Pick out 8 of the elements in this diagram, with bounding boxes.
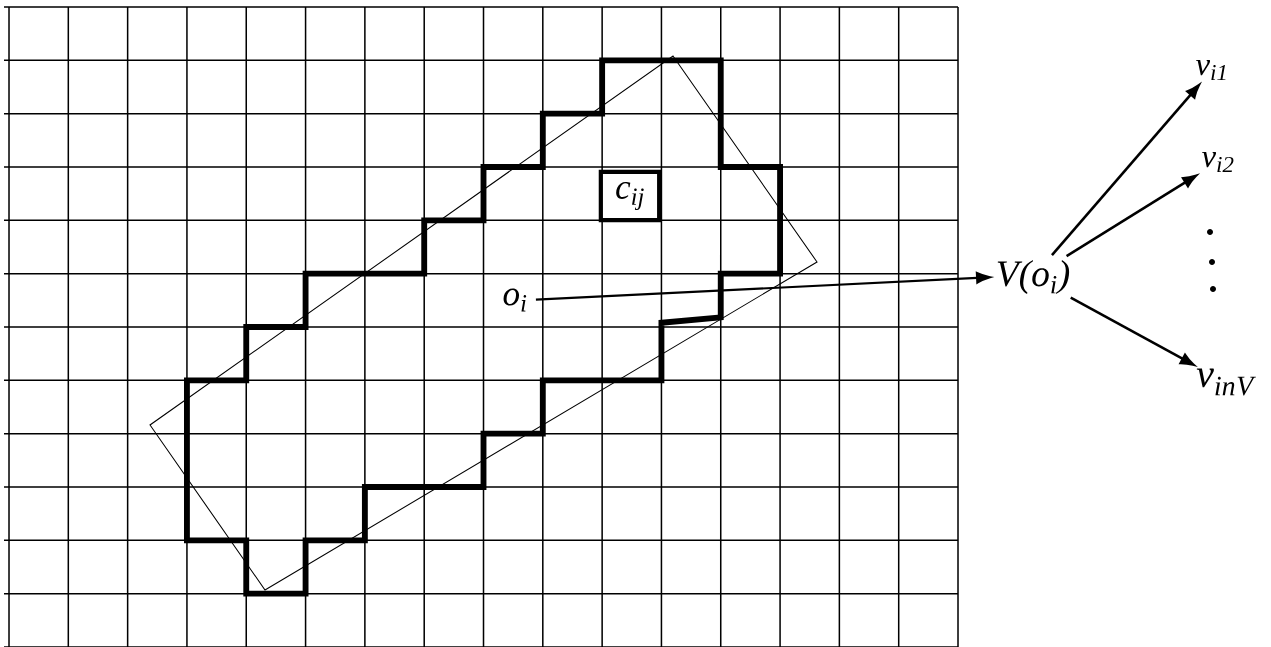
- arrow: [535, 271, 991, 301]
- cell-box: c$_{ij}$: [598, 169, 662, 223]
- math-label: o$_{i}$: [503, 288, 527, 312]
- math-label: V(o$_{i}$): [997, 260, 1070, 294]
- arrow: [1070, 296, 1195, 366]
- math-label: v$_{inV}$: [1196, 368, 1256, 396]
- math-label: v$_{i1}$: [1195, 59, 1226, 81]
- math-label: v$_{i2}$: [1201, 151, 1234, 173]
